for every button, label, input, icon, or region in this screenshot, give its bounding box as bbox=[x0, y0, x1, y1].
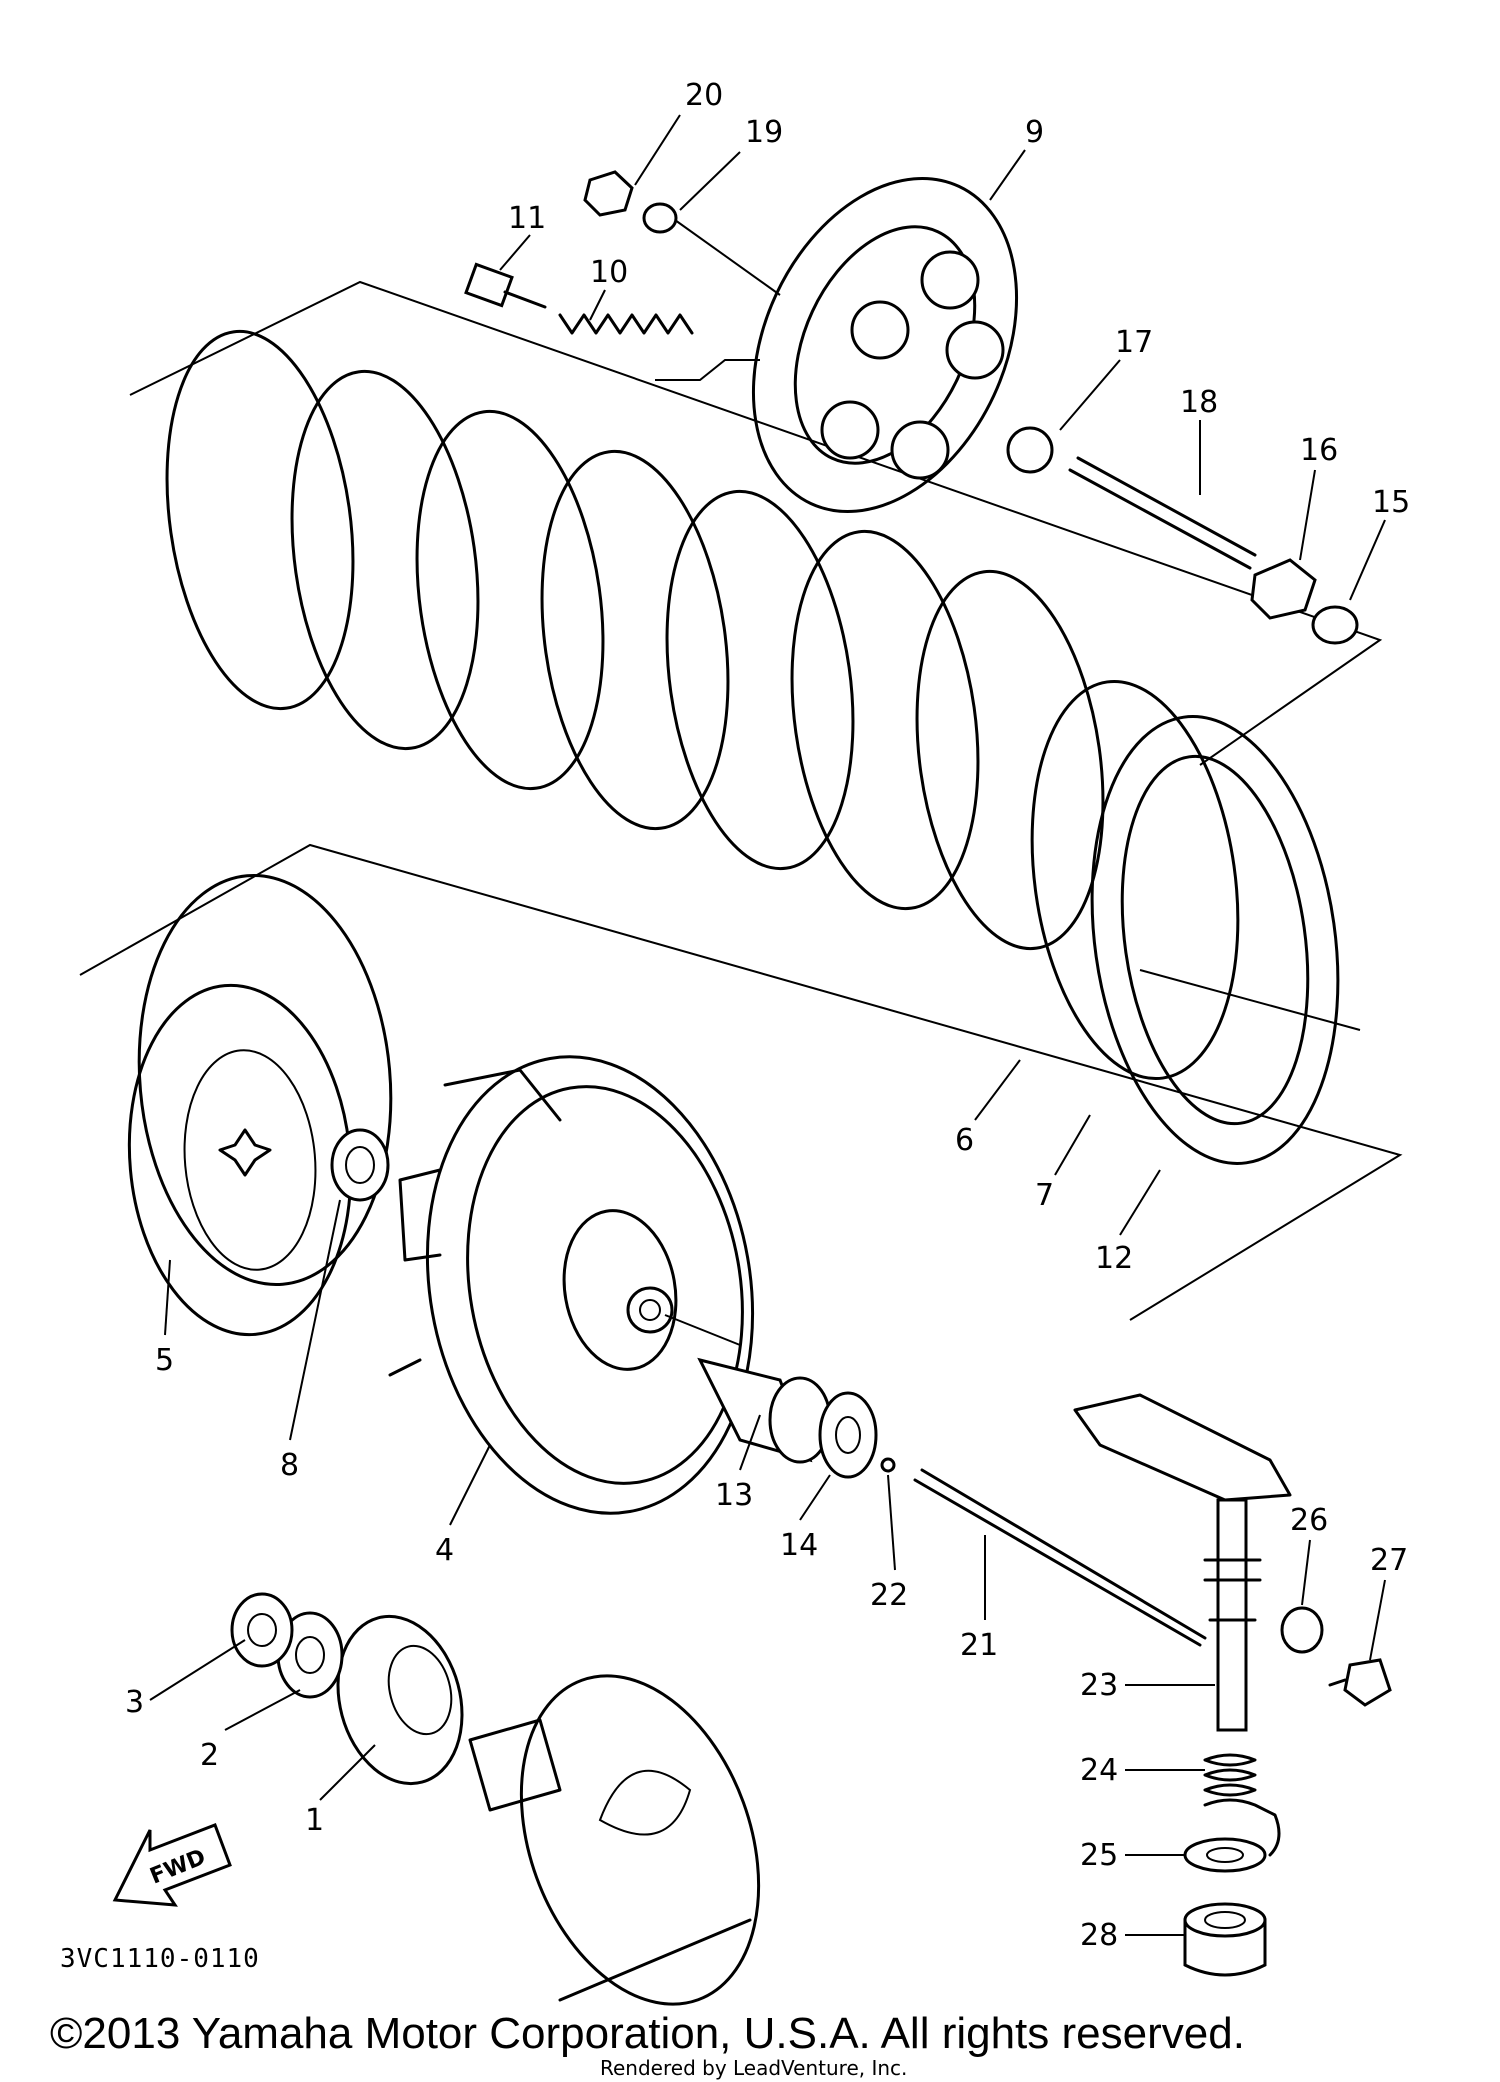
callout-16: 16 bbox=[1300, 433, 1338, 468]
clutch-boss bbox=[1090, 715, 1361, 1165]
callout-14: 14 bbox=[780, 1528, 818, 1563]
crankshaft bbox=[468, 1674, 761, 2006]
locknut bbox=[1250, 558, 1317, 620]
callout-21: 21 bbox=[960, 1628, 998, 1663]
clutch-plates bbox=[165, 329, 1240, 1081]
primary-driven-gear bbox=[127, 873, 393, 1337]
callout-3: 3 bbox=[125, 1685, 144, 1720]
thrust-washer bbox=[330, 1128, 390, 1202]
pressure-plate bbox=[751, 176, 1019, 514]
callout-19: 19 bbox=[745, 115, 783, 150]
washer bbox=[642, 202, 781, 296]
clutch-spring-bolt bbox=[464, 262, 547, 309]
steel-ball bbox=[880, 1457, 896, 1473]
plain-washer bbox=[818, 1391, 878, 1479]
callout-5: 5 bbox=[155, 1343, 174, 1378]
callout-18: 18 bbox=[1180, 385, 1218, 420]
leader-lines bbox=[149, 114, 1386, 1936]
lock-washer bbox=[1311, 605, 1359, 645]
callout-8: 8 bbox=[280, 1448, 299, 1483]
callout-9: 9 bbox=[1025, 115, 1044, 150]
callout-11: 11 bbox=[508, 201, 546, 236]
callout-28: 28 bbox=[1080, 1918, 1118, 1953]
plate-stack-outline bbox=[129, 280, 1383, 766]
rendered-by-notice: Rendered by LeadVenture, Inc. bbox=[600, 2056, 907, 2080]
callout-13: 13 bbox=[715, 1478, 753, 1513]
callout-2: 2 bbox=[200, 1738, 219, 1773]
callout-12: 12 bbox=[1095, 1241, 1133, 1276]
callout-7: 7 bbox=[1035, 1178, 1054, 1213]
clutch-spring bbox=[558, 313, 760, 381]
forward-arrow-icon: FWD bbox=[112, 1823, 232, 1907]
torsion-spring bbox=[1203, 1753, 1281, 1857]
callout-22: 22 bbox=[870, 1578, 908, 1613]
callout-17: 17 bbox=[1115, 325, 1153, 360]
callout-6: 6 bbox=[955, 1123, 974, 1158]
clutch-collar bbox=[697, 1357, 832, 1464]
push-rod-long bbox=[913, 1468, 1207, 1647]
push-rod bbox=[1006, 426, 1257, 570]
callout-23: 23 bbox=[1080, 1668, 1118, 1703]
copyright-notice: ©2013 Yamaha Motor Corporation, U.S.A. A… bbox=[50, 2009, 1245, 2058]
callout-27: 27 bbox=[1370, 1543, 1408, 1578]
basket-group-outline bbox=[79, 843, 1403, 1321]
diagram-code: 3VC1110-0110 bbox=[60, 1944, 260, 1974]
callout-26: 26 bbox=[1290, 1503, 1328, 1538]
lever-washer bbox=[1183, 1837, 1267, 1873]
callout-10: 10 bbox=[590, 255, 628, 290]
callout-24: 24 bbox=[1080, 1753, 1118, 1788]
oil-seal bbox=[1183, 1902, 1267, 1977]
lever-shaft-washer bbox=[1280, 1606, 1324, 1654]
push-lever-shaft bbox=[1073, 1393, 1292, 1732]
nut bbox=[583, 170, 634, 217]
drive-gear-nut bbox=[230, 1592, 294, 1668]
callout-4: 4 bbox=[435, 1533, 454, 1568]
primary-drive-gear bbox=[336, 1614, 464, 1786]
callout-20: 20 bbox=[685, 78, 723, 113]
callout-1: 1 bbox=[305, 1803, 324, 1838]
bolt bbox=[1328, 1658, 1392, 1707]
clutch-housing bbox=[388, 1055, 755, 1515]
callout-15: 15 bbox=[1372, 485, 1410, 520]
callout-25: 25 bbox=[1080, 1838, 1118, 1873]
